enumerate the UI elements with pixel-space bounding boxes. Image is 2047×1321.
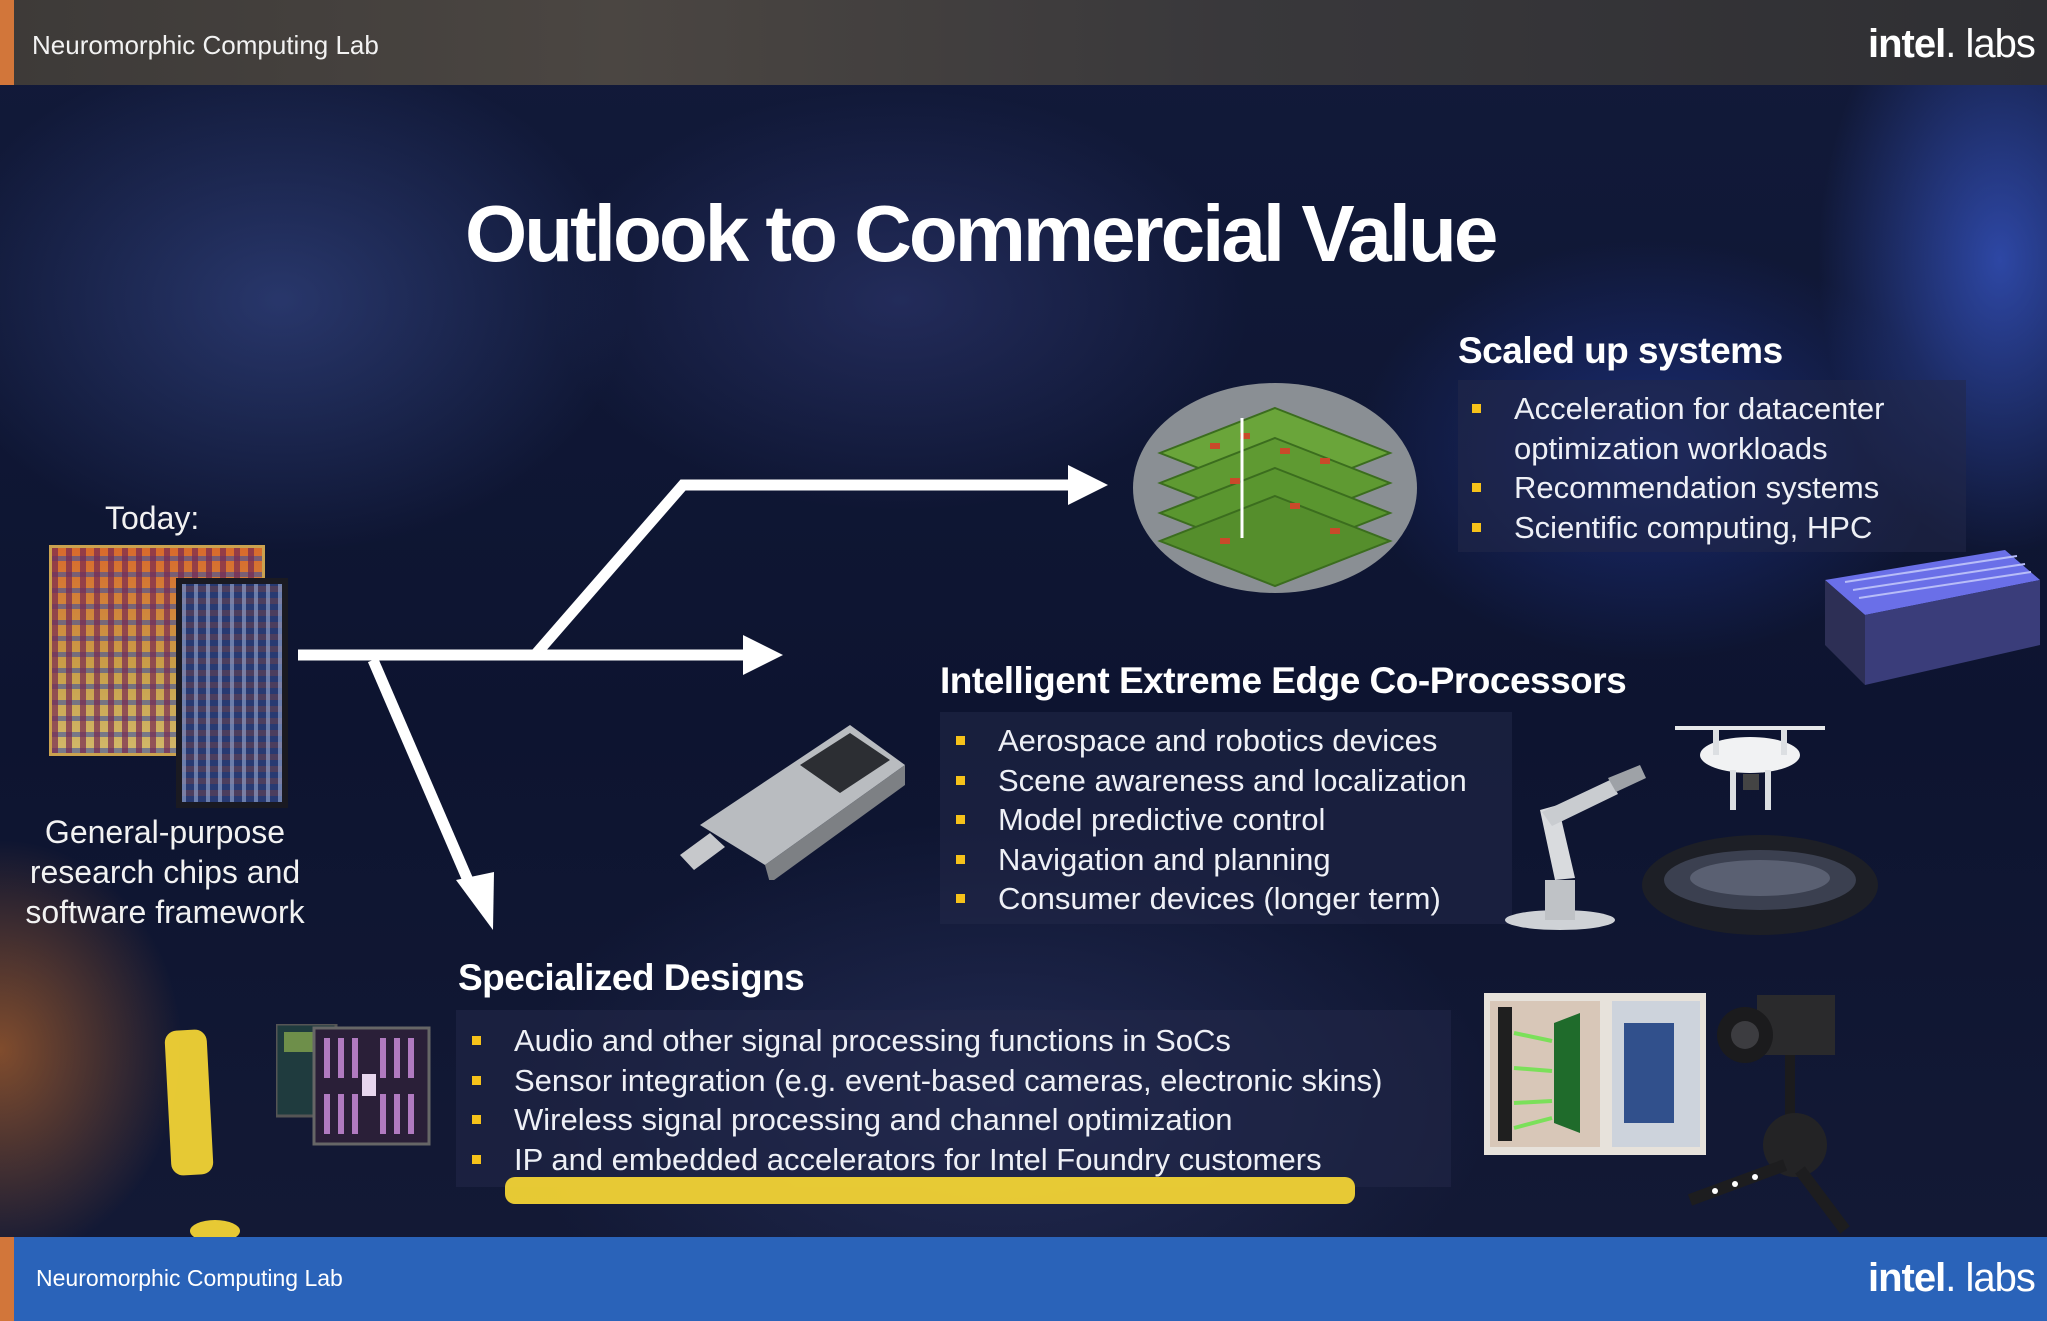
yellow-underline-mark <box>505 1177 1355 1204</box>
edge-coprocessors-title: Intelligent Extreme Edge Co-Processors <box>940 660 1627 701</box>
scaled-system-stack-image <box>1133 383 1417 593</box>
bullet-icon <box>472 1075 481 1085</box>
yellow-highlight-mark <box>164 1029 214 1176</box>
edge-coprocessors-box <box>940 712 1512 924</box>
header-bar <box>0 0 2047 85</box>
list-item: Aerospace and robotics devices <box>944 721 1467 761</box>
footer-bar <box>0 1237 2047 1321</box>
edge-coprocessors-list: Aerospace and robotics devices Scene awa… <box>944 721 1467 919</box>
arrow-upper-head <box>1068 465 1108 505</box>
list-item: Recommendation systems <box>1460 468 1885 508</box>
robot-arm-image <box>1505 765 1646 930</box>
bullet-icon <box>472 1036 481 1045</box>
today-description: General-purpose research chips and softw… <box>25 814 305 930</box>
scaled-systems-title: Scaled up systems <box>1458 330 1783 371</box>
specialized-designs-box <box>456 1010 1451 1187</box>
bullet-icon <box>472 1154 481 1164</box>
specialized-designs-title: Specialized Designs <box>458 957 805 998</box>
bullet-icon <box>472 1115 481 1124</box>
arrow-middle-head <box>743 635 783 675</box>
today-label: Today: <box>105 500 200 536</box>
bullet-icon <box>1472 483 1481 492</box>
list-item: Model predictive control <box>944 800 1467 840</box>
soc-chip-image <box>276 1024 431 1146</box>
bullet-icon <box>956 854 965 864</box>
list-item: Consumer devices (longer term) <box>944 879 1467 919</box>
mixed-reality-headset-image <box>1642 835 1878 935</box>
arrow-upper-line <box>530 479 1075 659</box>
bullet-icon <box>956 736 965 745</box>
event-camera-image <box>1687 995 1850 1234</box>
specialized-designs-list: Audio and other signal processing functi… <box>460 1021 1382 1179</box>
footer-lab-name: Neuromorphic Computing Lab <box>36 1265 343 1291</box>
sensor-diagram-image <box>1484 993 1706 1155</box>
list-item: Scene awareness and localization <box>944 761 1467 801</box>
server-rack-image <box>1825 550 2040 685</box>
usb-edge-device-image <box>680 725 905 880</box>
footer-brand-logo: intel. labs <box>1868 1256 2036 1300</box>
list-item: Wireless signal processing and channel o… <box>460 1100 1382 1140</box>
scaled-systems-list: Acceleration for datacenter optimization… <box>1460 389 1885 547</box>
research-chip-secondary-image <box>176 578 288 808</box>
list-item: IP and embedded accelerators for Intel F… <box>460 1140 1382 1180</box>
list-item: Audio and other signal processing functi… <box>460 1021 1382 1061</box>
arrow-lower-line <box>367 657 476 888</box>
bullet-icon <box>956 815 965 824</box>
footer-accent <box>0 1237 14 1321</box>
drone-image <box>1675 726 1825 810</box>
header-brand-logo: intel. labs <box>1868 22 2036 66</box>
scaled-systems-box <box>1458 380 1966 552</box>
header-lab-name: Neuromorphic Computing Lab <box>32 30 379 60</box>
list-item: Scientific computing, HPC <box>1460 508 1885 548</box>
arrow-lower-head <box>456 872 494 930</box>
yellow-highlight-mark <box>190 1220 240 1242</box>
bullet-icon <box>1472 522 1481 532</box>
bullet-icon <box>956 775 965 785</box>
list-item: Sensor integration (e.g. event-based cam… <box>460 1061 1382 1101</box>
slide-title: Outlook to Commercial Value <box>465 189 1498 278</box>
header-accent <box>0 0 14 85</box>
bullet-icon <box>956 894 965 903</box>
bullet-icon <box>1472 404 1481 413</box>
list-item: optimization workloads <box>1514 430 1828 466</box>
list-item: Navigation and planning <box>944 840 1467 880</box>
list-item: Acceleration for datacenter <box>1460 389 1885 429</box>
